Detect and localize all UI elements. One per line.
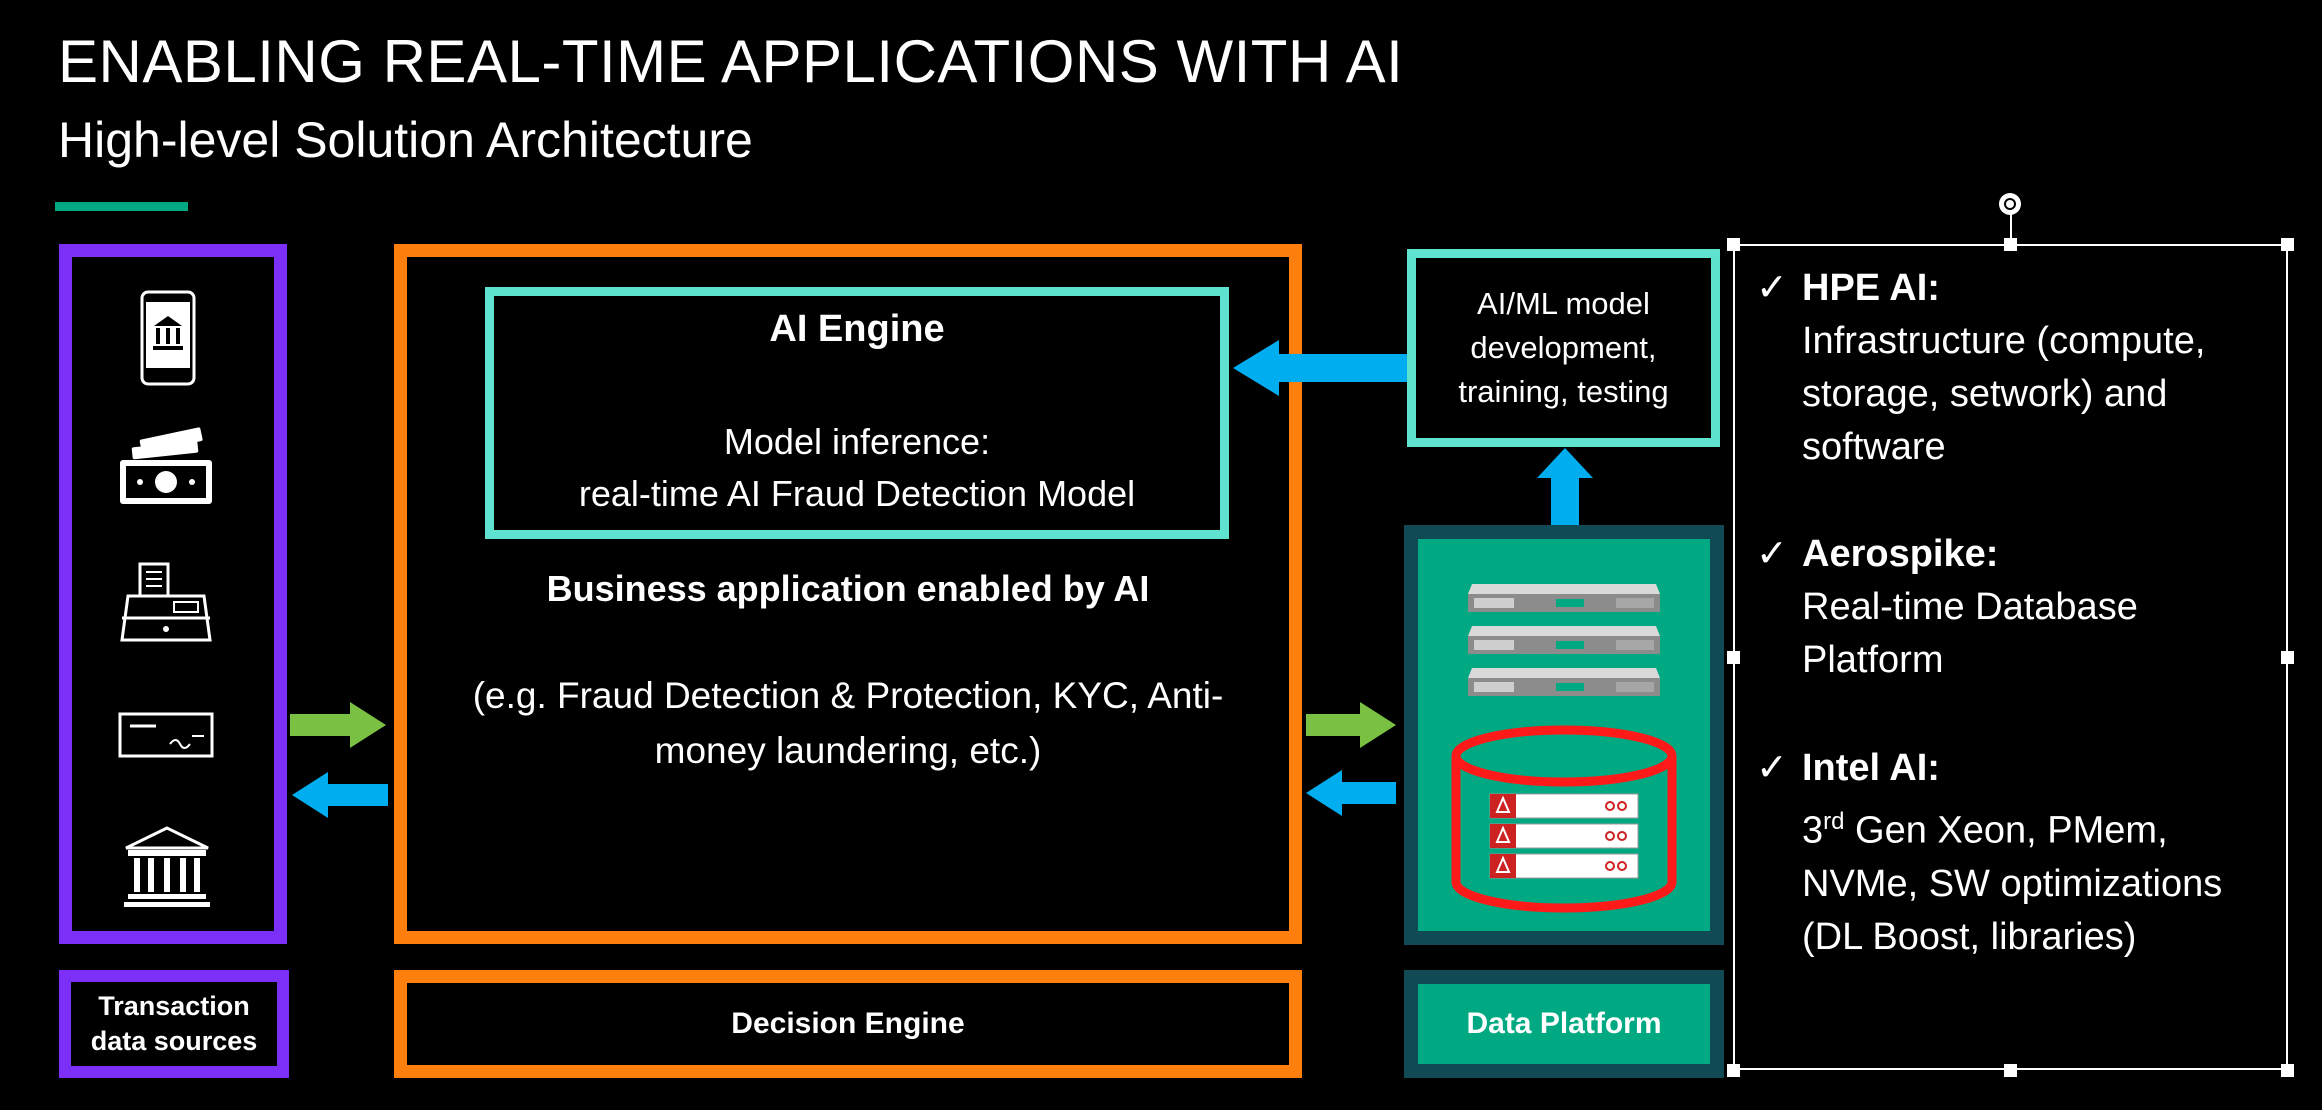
server-rack-icon: [1468, 584, 1660, 696]
ml-box-line1: AI/ML model: [1477, 286, 1650, 321]
business-app-line2: money laundering, etc.): [654, 730, 1042, 771]
bullet-hpe-ai: ✓ HPE AI: Infrastructure (compute, stora…: [1756, 262, 2276, 474]
ai-engine-box: [485, 287, 1229, 539]
ml-box-line3: training, testing: [1458, 374, 1669, 409]
transaction-sources-label-line1: Transaction: [98, 991, 250, 1021]
check-icon: ✓: [1756, 533, 1788, 575]
bullet-line: storage, setwork) and: [1802, 373, 2168, 415]
cash-icon: [120, 427, 212, 504]
bullet-line: 3rd Gen Xeon, PMem,: [1756, 795, 2276, 858]
business-app-examples: (e.g. Fraud Detection & Protection, KYC,…: [430, 668, 1266, 778]
transaction-sources-label-line2: data sources: [90, 1026, 258, 1056]
blue-arrow-up-to-ml: [1537, 448, 1593, 526]
bullet-line: NVMe, SW optimizations: [1802, 862, 2223, 905]
resize-handle-bottom-right[interactable]: [2281, 1064, 2294, 1077]
gen-ordinal: rd: [1823, 808, 1845, 835]
resize-handle-middle-right[interactable]: [2281, 651, 2294, 664]
bullet-line: Platform: [1802, 639, 1944, 681]
decision-engine-box: [394, 244, 1302, 944]
check-icon: ✓: [1756, 747, 1788, 789]
ml-development-box: AI/ML model development, training, testi…: [1407, 249, 1720, 447]
rotate-handle-icon[interactable]: [1999, 193, 2021, 215]
bullet-line: Real-time Database: [1802, 586, 2138, 628]
resize-handle-bottom-left[interactable]: [1727, 1064, 1740, 1077]
business-app-line1: (e.g. Fraud Detection & Protection, KYC,…: [472, 675, 1224, 716]
ml-box-line2: development,: [1470, 330, 1657, 365]
resize-handle-top-middle[interactable]: [2004, 238, 2017, 251]
resize-handle-top-right[interactable]: [2281, 238, 2294, 251]
blue-arrow-left-left: [292, 772, 388, 818]
ai-engine-heading: AI Engine: [769, 308, 945, 350]
bullet-line: Infrastructure (compute,: [1802, 320, 2206, 362]
rotation-handle-stem: [2010, 208, 2012, 244]
accent-line: [55, 202, 188, 211]
payment-terminal-icon: [120, 562, 212, 642]
database-icon: [1451, 725, 1677, 913]
transaction-sources-label: Transaction data sources: [59, 970, 289, 1078]
gen-number: 3: [1802, 809, 1824, 852]
blue-arrow-left-right: [1306, 770, 1396, 816]
ai-engine-line1: Model inference:: [723, 421, 991, 462]
bullet-intel-ai: ✓ Intel AI: 3rd Gen Xeon, PMem, NVMe, SW…: [1756, 742, 2276, 964]
data-platform-label: Data Platform: [1404, 970, 1724, 1078]
ai-engine-description: Model inference: real-time AI Fraud Dete…: [485, 416, 1229, 520]
page-subtitle: High-level Solution Architecture: [58, 112, 753, 168]
check-icon: ✓: [1756, 267, 1788, 309]
green-arrow-right-left: [290, 702, 386, 748]
bullet-heading: HPE AI:: [1802, 267, 1940, 309]
business-app-heading: Business application enabled by AI: [546, 568, 1150, 609]
credit-card-icon: [118, 712, 214, 758]
blue-arrow-to-ai-engine: [1233, 340, 1409, 396]
resize-handle-top-left[interactable]: [1727, 238, 1740, 251]
bank-building-icon: [124, 826, 210, 907]
bullet-heading: Intel AI:: [1802, 747, 1940, 789]
gen-rest: Gen Xeon, PMem,: [1844, 809, 2168, 852]
green-arrow-right-right: [1306, 702, 1396, 748]
bullet-line: (DL Boost, libraries): [1802, 915, 2137, 958]
bullet-aerospike: ✓ Aerospike: Real-time Database Platform: [1756, 528, 2276, 687]
bullet-line: software: [1802, 426, 1946, 468]
decision-engine-label: Decision Engine: [394, 970, 1302, 1078]
page-title: ENABLING REAL-TIME APPLICATIONS WITH AI: [58, 28, 1404, 95]
bullet-heading: Aerospike:: [1802, 533, 1999, 575]
resize-handle-middle-left[interactable]: [1727, 651, 1740, 664]
transaction-sources-box: [59, 244, 287, 944]
mobile-bank-icon: [140, 290, 196, 386]
ai-engine-line2: real-time AI Fraud Detection Model: [578, 473, 1136, 514]
resize-handle-bottom-middle[interactable]: [2004, 1064, 2017, 1077]
